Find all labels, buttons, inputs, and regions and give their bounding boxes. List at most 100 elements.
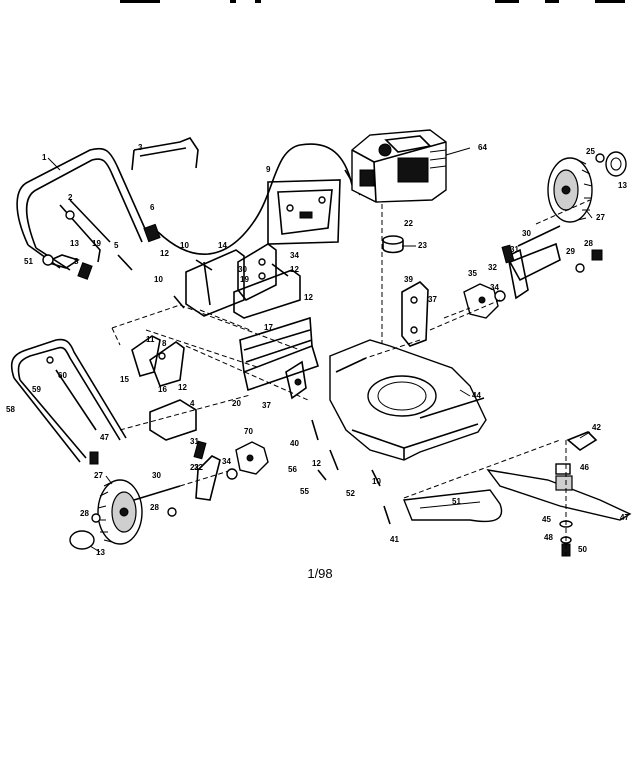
callout-32: 32 bbox=[194, 463, 203, 472]
callout-41: 41 bbox=[390, 535, 399, 544]
callout-34-right: 34 bbox=[490, 283, 499, 292]
callout-19: 19 bbox=[92, 239, 101, 248]
figure-caption: 1/98 bbox=[307, 566, 333, 581]
callout-10: 10 bbox=[180, 241, 189, 250]
axle-30-left bbox=[133, 469, 233, 517]
callout-31-right: 31 bbox=[510, 245, 519, 254]
lower-handle bbox=[10, 338, 127, 465]
axle-bracket-20 bbox=[239, 316, 319, 392]
callout-34-left: 34 bbox=[222, 457, 231, 466]
bolt-25-right bbox=[595, 153, 605, 163]
control-bracket-9 bbox=[267, 179, 341, 245]
nut-34-right bbox=[494, 290, 506, 302]
callout-10c: 10 bbox=[372, 477, 381, 486]
callout-37-right: 37 bbox=[428, 295, 437, 304]
upper-handle-control-bail bbox=[131, 137, 199, 171]
callout-29: 29 bbox=[566, 247, 575, 256]
callout-32-right: 32 bbox=[488, 263, 497, 272]
bolt-28-left bbox=[91, 513, 101, 523]
callout-20: 20 bbox=[232, 399, 241, 408]
header-marks bbox=[120, 0, 625, 3]
callout-13: 13 bbox=[70, 239, 79, 248]
fasteners bbox=[173, 259, 391, 525]
height-lever-32-left bbox=[193, 440, 221, 501]
adapter-46 bbox=[555, 463, 571, 475]
callout-30: 30 bbox=[238, 265, 247, 274]
callout-40: 40 bbox=[290, 439, 299, 448]
callout-19b: 19 bbox=[240, 275, 249, 284]
callout-51-chute: 51 bbox=[452, 497, 461, 506]
bolt-28-right bbox=[591, 249, 603, 261]
callout-30-left: 30 bbox=[152, 471, 161, 480]
handle-knob-8 bbox=[77, 262, 93, 280]
hubcap-13-right bbox=[605, 151, 627, 177]
callout-16: 16 bbox=[158, 385, 167, 394]
callout-28b: 28 bbox=[150, 503, 159, 512]
callout-12c: 12 bbox=[304, 293, 313, 302]
callout-48: 48 bbox=[544, 533, 553, 542]
handle-knob-51 bbox=[42, 254, 54, 266]
callout-10b: 10 bbox=[154, 275, 163, 284]
callout-8b: 8 bbox=[162, 339, 167, 348]
bracket-11-15-16 bbox=[131, 335, 185, 387]
nut-34-left bbox=[226, 468, 238, 480]
callout-23: 23 bbox=[418, 241, 427, 250]
callout-51: 51 bbox=[24, 257, 33, 266]
callout-45: 45 bbox=[542, 515, 551, 524]
bracket-42 bbox=[566, 431, 598, 451]
callout-17: 17 bbox=[264, 323, 273, 332]
callout-13-right: 13 bbox=[618, 181, 627, 190]
callout-12d: 12 bbox=[178, 383, 187, 392]
callout-2: 2 bbox=[68, 193, 73, 202]
gear-70 bbox=[235, 441, 269, 475]
callout-14: 14 bbox=[218, 241, 227, 250]
callout-58: 58 bbox=[6, 405, 15, 414]
callout-4: 4 bbox=[190, 399, 195, 408]
callout-27-right: 27 bbox=[596, 213, 605, 222]
callout-64: 64 bbox=[478, 143, 487, 152]
callout-1: 1 bbox=[42, 153, 47, 162]
mower-deck bbox=[329, 339, 487, 461]
nut-29 bbox=[575, 263, 585, 273]
callout-34: 34 bbox=[290, 251, 299, 260]
front-assembly-lines bbox=[359, 199, 591, 361]
callout-31: 31 bbox=[190, 437, 199, 446]
callout-25: 25 bbox=[586, 147, 595, 156]
bracket-39 bbox=[401, 281, 429, 347]
callout-3: 3 bbox=[138, 143, 143, 152]
callout-50: 50 bbox=[578, 545, 587, 554]
handle-bracket-left bbox=[185, 249, 245, 317]
gear-35 bbox=[463, 283, 499, 319]
callout-47-blade: 47 bbox=[620, 513, 629, 522]
callout-35: 35 bbox=[468, 269, 477, 278]
blade-assembly-lines bbox=[403, 439, 567, 556]
callout-22: 22 bbox=[190, 463, 199, 472]
callout-28-right: 28 bbox=[584, 239, 593, 248]
plate-17 bbox=[233, 269, 301, 319]
callout-44: 44 bbox=[472, 391, 481, 400]
bolt-5 bbox=[117, 254, 133, 271]
leader-lines bbox=[47, 147, 593, 553]
throttle-cable bbox=[157, 143, 361, 255]
wheel-right bbox=[547, 157, 593, 223]
callout-47: 47 bbox=[100, 433, 109, 442]
callout-13-left: 13 bbox=[96, 548, 105, 557]
wheel-left bbox=[97, 479, 143, 545]
callout-59: 59 bbox=[32, 385, 41, 394]
handle-knob-6 bbox=[143, 223, 161, 243]
callout-9: 9 bbox=[266, 165, 271, 174]
axle-30-right bbox=[508, 225, 561, 282]
callout-39: 39 bbox=[404, 275, 413, 284]
callout-28-left: 28 bbox=[80, 509, 89, 518]
blade bbox=[486, 469, 632, 521]
callout-5: 5 bbox=[114, 241, 119, 250]
callout-70: 70 bbox=[244, 427, 253, 436]
callout-56: 56 bbox=[288, 465, 297, 474]
discharge-chute bbox=[403, 489, 503, 523]
hubcap-13-left bbox=[69, 530, 95, 550]
callout-labels: 1 2 9 5 3 13 19 51 6 8 12 10 14 12 30 19… bbox=[6, 143, 629, 557]
height-adjuster-40 bbox=[285, 360, 307, 400]
callout-30-right: 30 bbox=[522, 229, 531, 238]
callout-42: 42 bbox=[592, 423, 601, 432]
